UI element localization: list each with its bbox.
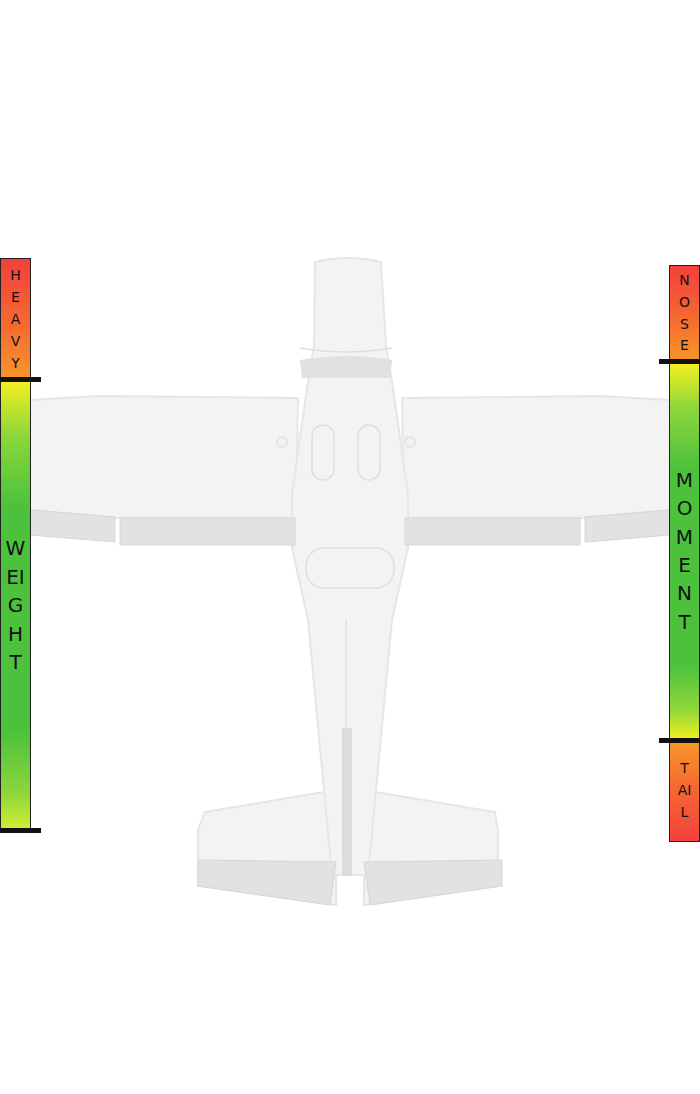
zone-label: NOSE xyxy=(678,270,692,357)
moment-zone: MOMENT xyxy=(669,362,700,740)
zone-label: WEIGHT xyxy=(6,534,26,677)
weight-zone: WEIGHT xyxy=(0,380,31,831)
zone-label: TAIL xyxy=(678,758,692,823)
zone-label: HEAVY xyxy=(9,264,23,374)
tail-zone: TAIL xyxy=(669,740,700,842)
zone-label: MOMENT xyxy=(675,466,695,636)
nose-zone: NOSE xyxy=(669,265,700,362)
heavy-zone: HEAVY xyxy=(0,258,31,380)
